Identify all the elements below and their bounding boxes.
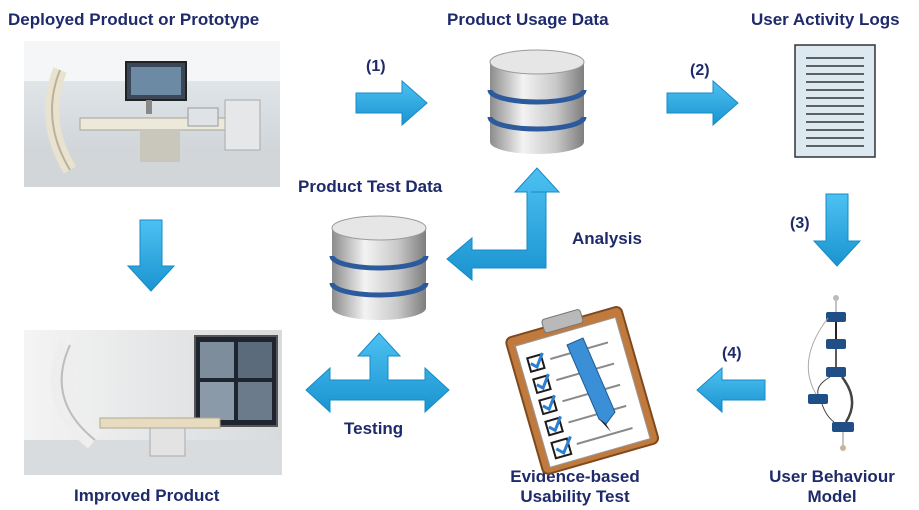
step-1-label: (1) (366, 58, 386, 75)
step-4-arrow (696, 366, 766, 414)
step-3-label: (3) (790, 215, 810, 232)
user-behaviour-model-line2: Model (807, 487, 857, 506)
activity-log-document-icon (794, 44, 876, 158)
usability-test-line2: Usability Test (520, 487, 630, 506)
usage-database-icon (487, 49, 587, 154)
user-behaviour-model-line1: User Behaviour (769, 467, 895, 486)
improved-product-label: Improved Product (74, 486, 220, 505)
testing-three-way-arrow (305, 332, 450, 414)
deployed-product-label: Deployed Product or Prototype (8, 10, 260, 29)
step-2-arrow (666, 79, 739, 127)
test-database-icon (329, 215, 429, 320)
step-1-arrow (355, 79, 428, 127)
behaviour-model-graph-icon (807, 295, 854, 451)
step-3-arrow (812, 193, 862, 267)
product-test-data-label: Product Test Data (298, 177, 443, 196)
deployed-product-photo (24, 41, 280, 187)
step-2-label: (2) (690, 62, 710, 79)
improved-product-photo (24, 330, 282, 475)
clipboard-checklist-icon (505, 306, 660, 475)
testing-label: Testing (344, 419, 404, 438)
user-activity-logs-label: User Activity Logs (751, 10, 900, 29)
analysis-elbow-arrow (446, 167, 561, 282)
user-behaviour-model-label: User Behaviour Model (757, 467, 907, 507)
deployed-to-improved-arrow (126, 219, 176, 292)
product-usage-data-label: Product Usage Data (447, 10, 609, 29)
analysis-label: Analysis (572, 229, 642, 248)
step-4-label: (4) (722, 345, 742, 362)
